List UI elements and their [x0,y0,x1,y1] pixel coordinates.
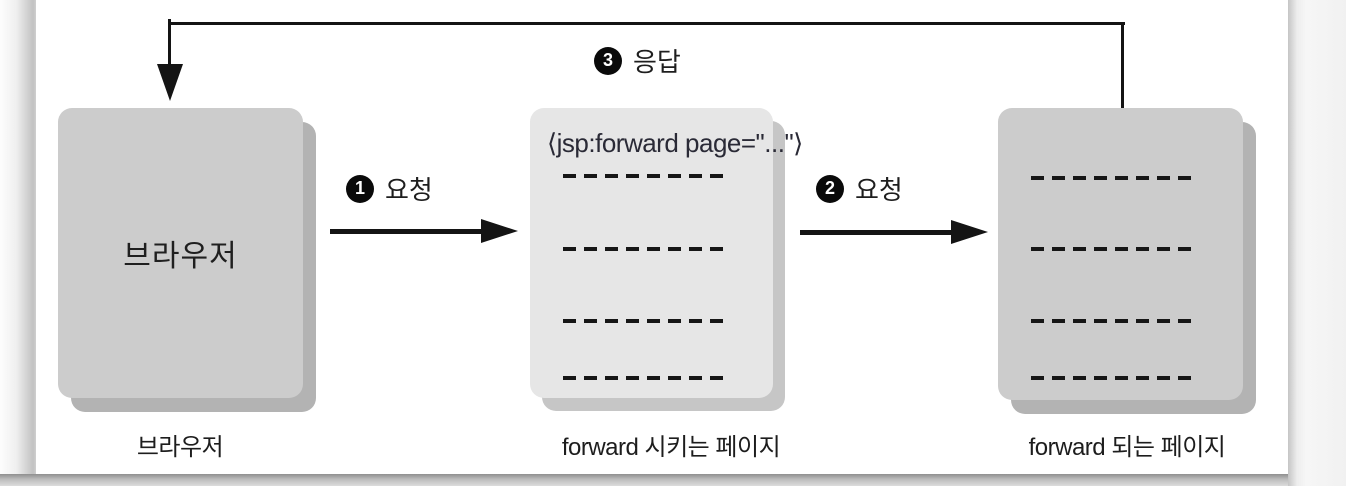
forwarded-page-box [998,108,1243,400]
forwarded-page-caption: forward 되는 페이지 [1028,434,1226,461]
forwarding-page-dashed-lines [530,108,773,398]
page-edge-strip [1288,0,1346,486]
step-2-badge: 2 [816,174,844,203]
response-path-left-vertical-line [168,19,171,66]
request2-arrowhead-icon [951,220,988,244]
request2-arrow-line [800,230,953,235]
browser-caption: 브라우저 [136,434,224,461]
request1-label: 1 요청 [346,170,433,207]
response-path-right-vertical-line [1121,22,1124,109]
response-label-text: 응답 [633,47,681,77]
request1-arrowhead-icon [481,219,518,243]
dashed-line [1031,376,1197,380]
request1-arrow-line [330,229,483,234]
dashed-line [563,174,729,178]
browser-box-title: 브라우저 [123,240,238,273]
response-path-horizontal-line [169,22,1125,25]
dashed-line [563,247,729,251]
page-bottom-shadow [0,474,1288,486]
request2-label-text: 요청 [855,175,903,205]
dashed-line [563,319,729,323]
dashed-line [1031,319,1197,323]
step-1-badge: 1 [346,174,374,203]
forwarded-page-dashed-lines [998,108,1243,400]
request1-label-text: 요청 [385,175,433,205]
response-label: 3 응답 [594,42,681,79]
dashed-line [563,376,729,380]
forwarding-page-box: ⟨jsp:forward page="..."⟩ [530,108,803,398]
dashed-line [1031,247,1197,251]
jsp-forward-code: ⟨jsp:forward page="..."⟩ [547,128,803,158]
dashed-line [1031,176,1197,180]
forwarding-page-caption: forward 시키는 페이지 [561,434,781,461]
step-3-badge: 3 [594,46,622,75]
page-gutter-shadow [0,0,36,486]
browser-box: 브라우저 [58,108,303,398]
response-arrowhead-down-icon [157,64,183,101]
request2-label: 2 요청 [816,170,903,207]
